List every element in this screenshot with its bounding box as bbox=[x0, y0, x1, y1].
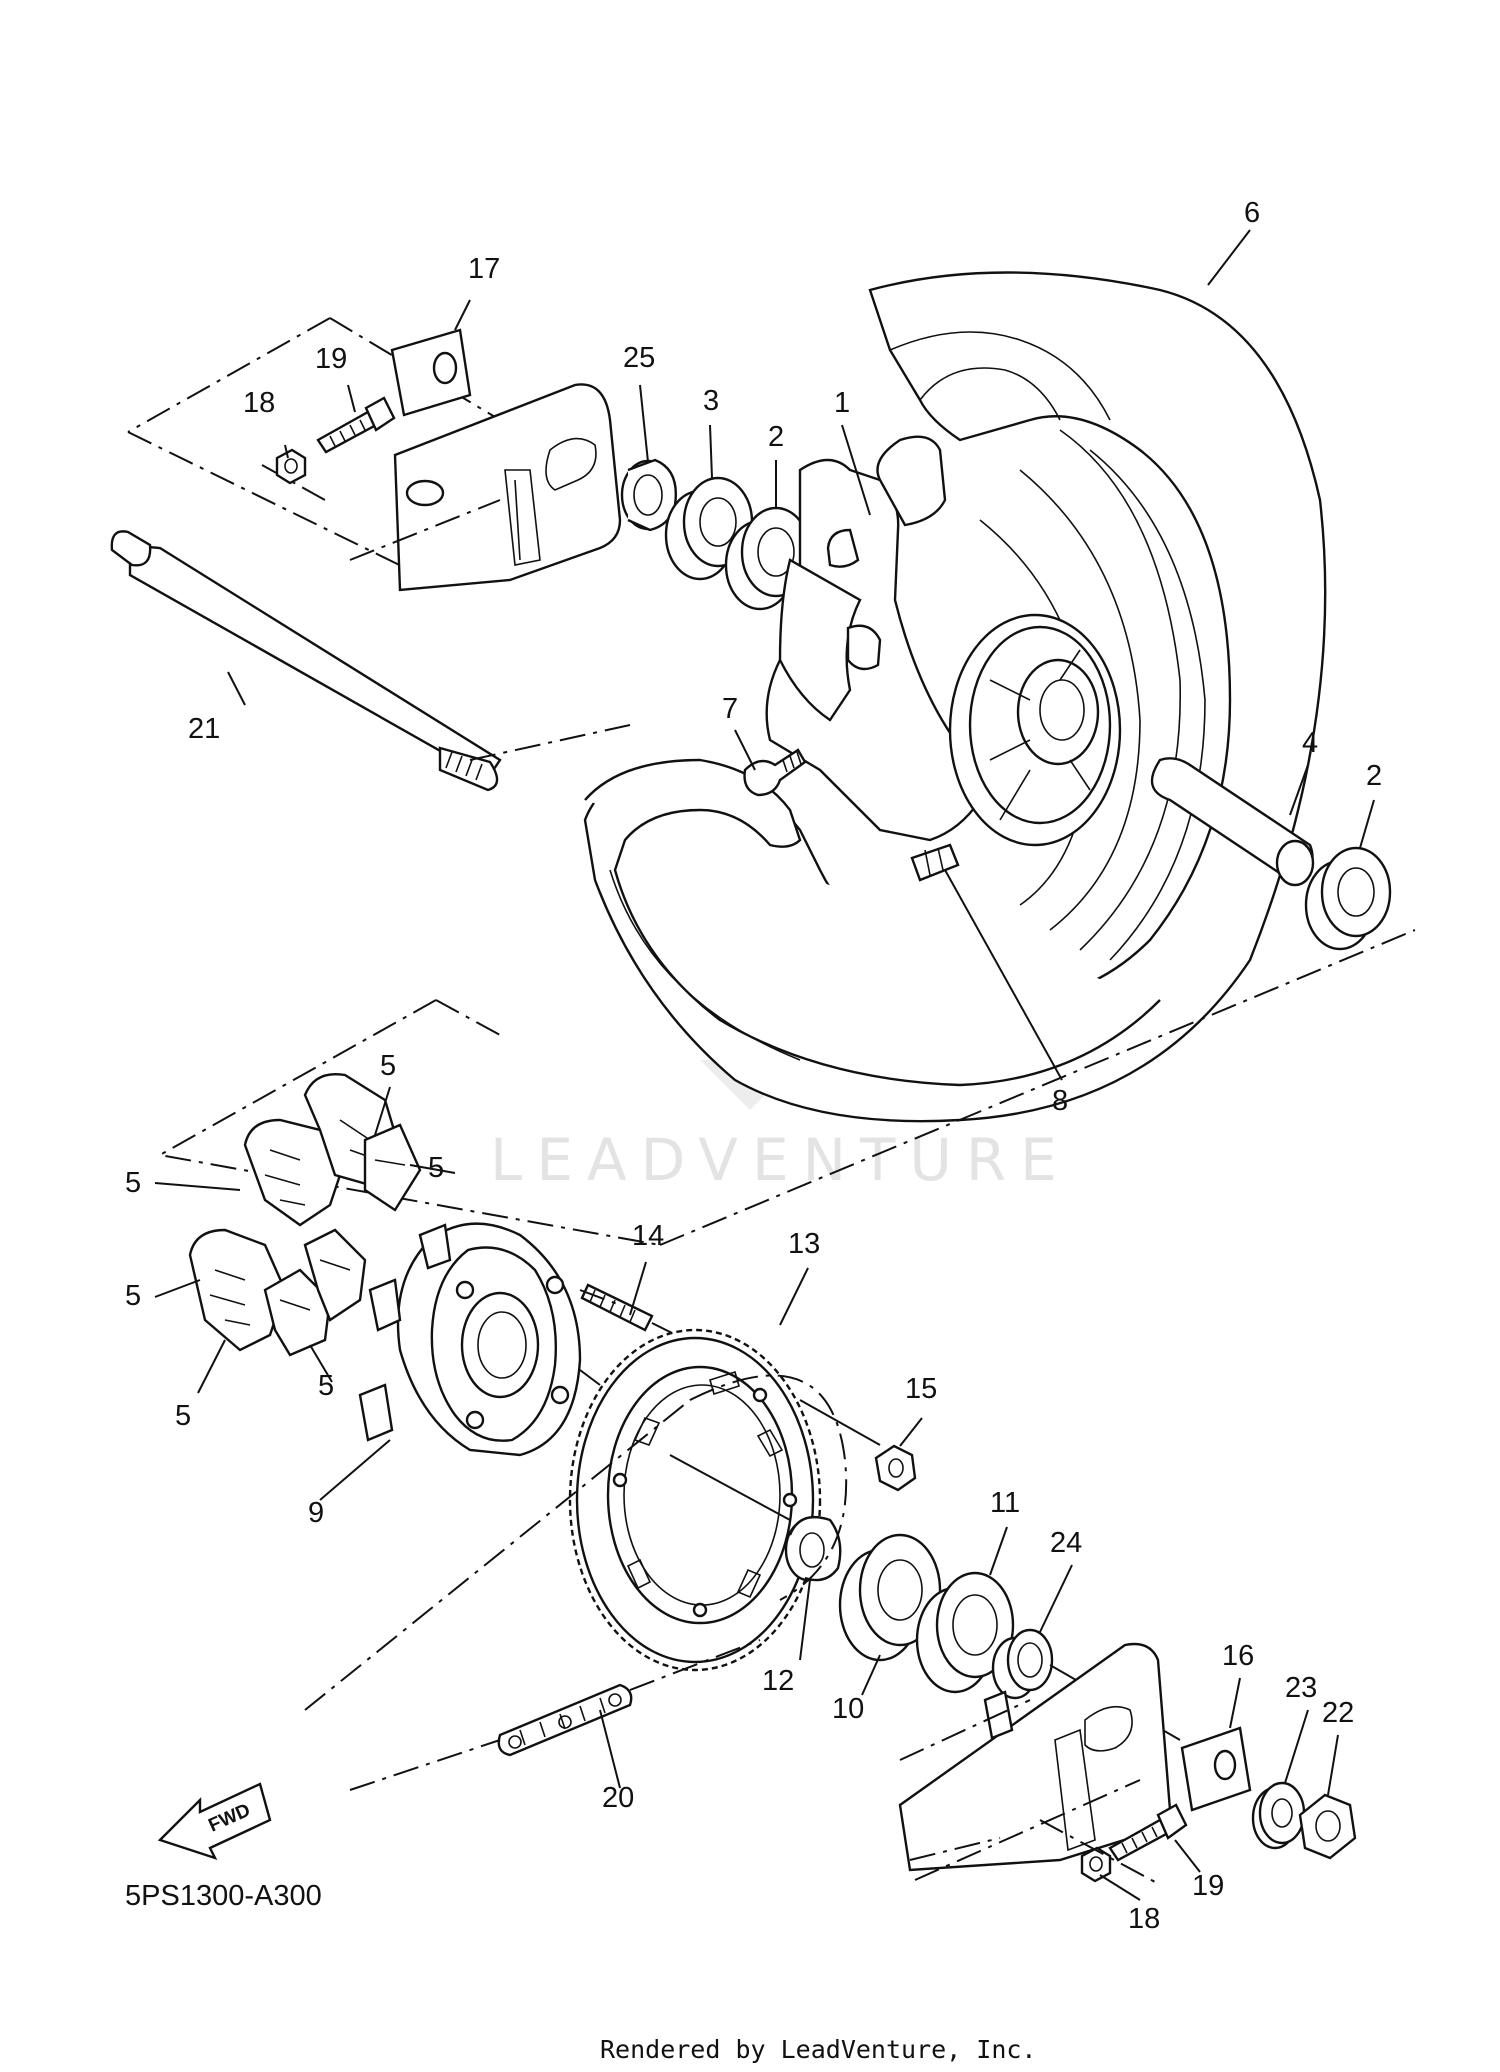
callout-5-top: 5 bbox=[380, 1050, 396, 1082]
rear-axle bbox=[110, 530, 631, 792]
callout-17: 17 bbox=[468, 253, 500, 285]
callout-24: 24 bbox=[1050, 1527, 1082, 1559]
damper-6 bbox=[303, 1228, 367, 1322]
hub-assembly-outline bbox=[157, 929, 1416, 1246]
callout-16: 16 bbox=[1222, 1640, 1254, 1672]
damper-5 bbox=[263, 1268, 332, 1357]
adjuster-bolt-upper bbox=[316, 396, 396, 454]
spacer-4 bbox=[1150, 757, 1315, 887]
callout-23: 23 bbox=[1285, 1672, 1317, 1704]
stud-bolt bbox=[580, 1283, 673, 1334]
sprocket-nut bbox=[799, 1399, 917, 1492]
washer-23 bbox=[1251, 1781, 1306, 1850]
swingarm-left bbox=[349, 383, 622, 592]
adjuster-nut-lower bbox=[1080, 1846, 1112, 1883]
callout-3: 3 bbox=[703, 385, 719, 417]
callout-8: 8 bbox=[1052, 1085, 1068, 1117]
callout-5-inner: 5 bbox=[318, 1370, 334, 1402]
callout-4: 4 bbox=[1302, 727, 1318, 759]
callout-1: 1 bbox=[834, 387, 850, 419]
callout-22: 22 bbox=[1322, 1697, 1354, 1729]
callout-13: 13 bbox=[788, 1228, 820, 1260]
callout-10: 10 bbox=[832, 1693, 864, 1725]
callout-14: 14 bbox=[632, 1220, 664, 1252]
callout-19-lower: 19 bbox=[1192, 1870, 1224, 1902]
damper-4 bbox=[188, 1228, 287, 1352]
callout-5-bottom: 5 bbox=[175, 1400, 191, 1432]
adjuster-bolt-lower bbox=[1108, 1803, 1188, 1862]
callout-5-right: 5 bbox=[428, 1152, 444, 1184]
damper-set bbox=[188, 1073, 422, 1357]
rear-sprocket bbox=[568, 1328, 822, 1672]
callout-21: 21 bbox=[188, 713, 220, 745]
diagram-reference-code: 5PS1300-A300 bbox=[125, 1880, 322, 1912]
adjuster-nut-upper bbox=[275, 448, 307, 485]
callout-18: 18 bbox=[243, 387, 275, 419]
callout-20: 20 bbox=[602, 1782, 634, 1814]
tire-valve bbox=[743, 748, 807, 797]
rendered-by-credit: Rendered by LeadVenture, Inc. bbox=[600, 2035, 1037, 2064]
callout-25: 25 bbox=[623, 342, 655, 374]
adjuster-plate-lower bbox=[1180, 1726, 1252, 1812]
oil-seal-11 bbox=[915, 1571, 1015, 1694]
callout-7: 7 bbox=[722, 693, 738, 725]
callout-11: 11 bbox=[990, 1487, 1020, 1519]
axle-nut bbox=[1298, 1793, 1357, 1860]
callout-9: 9 bbox=[308, 1497, 324, 1529]
clutch-hub bbox=[358, 1222, 601, 1457]
callout-2-right: 2 bbox=[1366, 760, 1382, 792]
callout-18-lower: 18 bbox=[1128, 1903, 1160, 1935]
callout-2: 2 bbox=[768, 421, 784, 453]
callout-19: 19 bbox=[315, 343, 347, 375]
collar-25 bbox=[620, 458, 677, 532]
callout-15: 15 bbox=[905, 1373, 937, 1405]
alignment-lines bbox=[304, 1289, 1001, 1861]
callout-6: 6 bbox=[1244, 197, 1260, 229]
damper-3 bbox=[363, 1123, 422, 1212]
balance-weight bbox=[910, 843, 960, 882]
callout-labels: 6 17 19 25 3 2 1 18 21 7 4 2 8 5 5 5 5 5… bbox=[125, 197, 1382, 1935]
collar-12 bbox=[784, 1515, 842, 1582]
rear-wheel-tire bbox=[583, 271, 1327, 1123]
forward-direction-arrow: FWD bbox=[157, 1782, 272, 1861]
swingarm-right bbox=[898, 1642, 1172, 1881]
drive-chain bbox=[349, 1639, 761, 1791]
bearing-2-lower bbox=[1304, 846, 1392, 951]
lower-bolt-outline bbox=[1039, 1819, 1156, 1883]
callout-12: 12 bbox=[762, 1665, 794, 1697]
callout-5-left: 5 bbox=[125, 1167, 141, 1199]
watermark-text: LEADVENTURE bbox=[490, 1126, 1071, 1194]
damper-1 bbox=[243, 1118, 347, 1227]
adjuster-plate-upper bbox=[390, 328, 472, 417]
callout-5-mid: 5 bbox=[125, 1280, 141, 1312]
leader-lines bbox=[154, 229, 1375, 1901]
